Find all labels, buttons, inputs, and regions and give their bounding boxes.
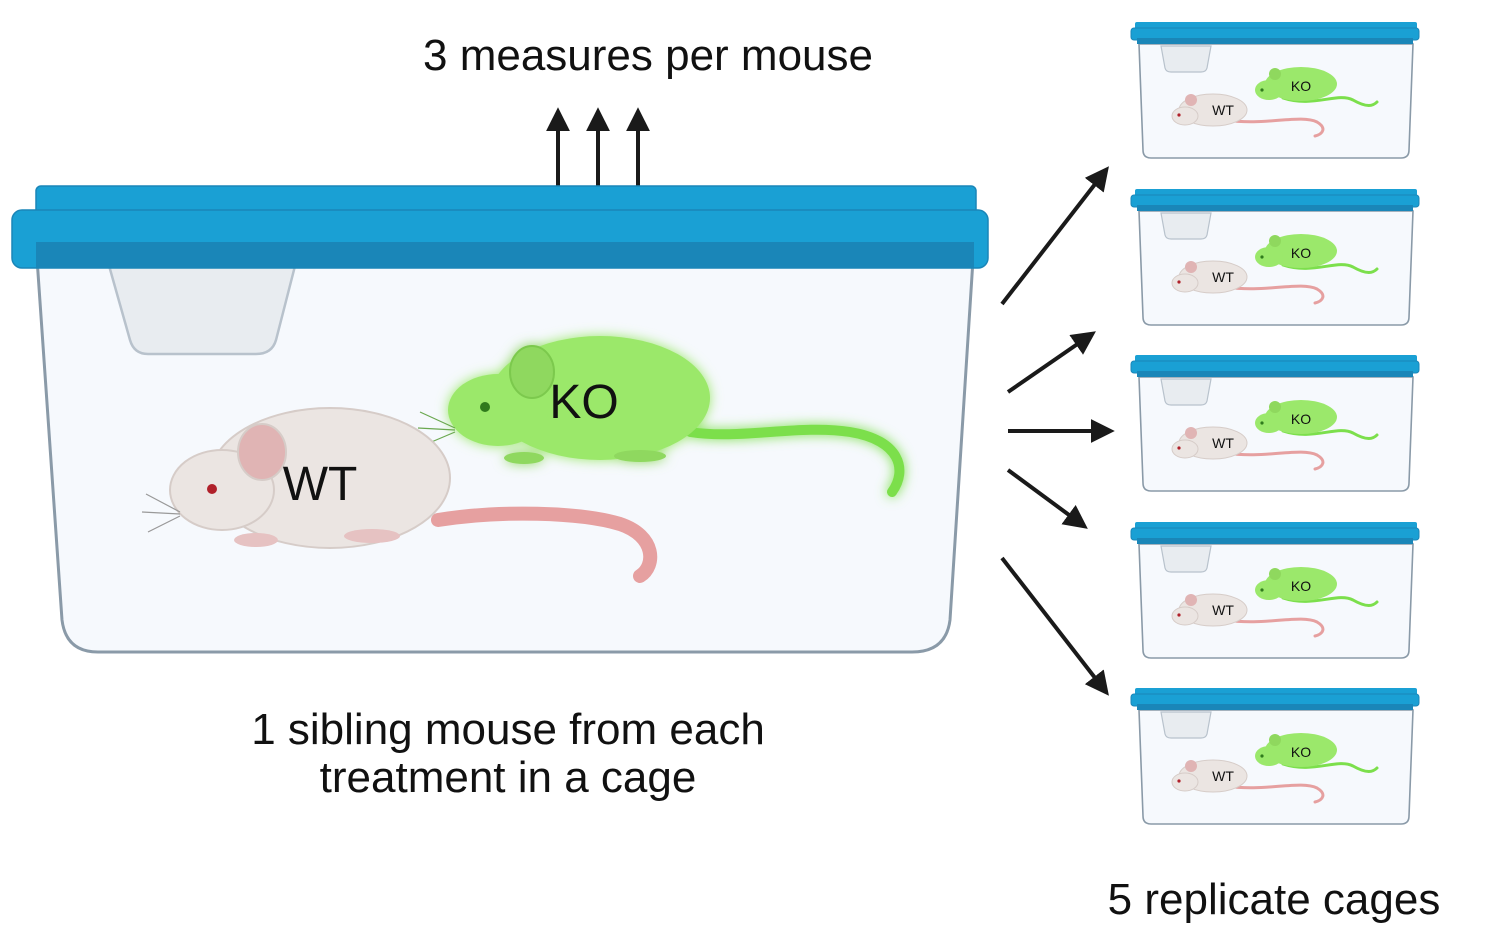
main-caption-line2: treatment in a cage bbox=[320, 753, 697, 802]
replicate-cage-3-wt-label: WT bbox=[1212, 435, 1234, 451]
replicate-cage-5: KO WT bbox=[1129, 686, 1421, 826]
wt-label: WT bbox=[283, 458, 358, 511]
replicate-cage-4-wt-label: WT bbox=[1212, 602, 1234, 618]
replicate-arrow-5 bbox=[1000, 556, 1109, 696]
ko-label: KO bbox=[549, 376, 618, 429]
replicate-cage-3: KO WT bbox=[1129, 353, 1421, 493]
replicate-cage-4: KO WT bbox=[1129, 520, 1421, 660]
replicate-cage-5-wt-label: WT bbox=[1212, 768, 1234, 784]
replicate-arrow-2 bbox=[1006, 331, 1096, 394]
main-caption-line1: 1 sibling mouse from each bbox=[251, 705, 765, 754]
ko-mouse-foot-back bbox=[614, 450, 666, 462]
wt-mouse-whiskers bbox=[141, 493, 181, 533]
wt-mouse-ear bbox=[237, 423, 287, 481]
wt-mouse-tail bbox=[431, 506, 658, 583]
wt-mouse-foot-front bbox=[234, 533, 278, 547]
replicate-cage-2: KO WT bbox=[1129, 187, 1421, 327]
main-cage: KO WT bbox=[11, 185, 989, 654]
replicate-cage-4-ko-label: KO bbox=[1291, 578, 1311, 594]
cage-feeder bbox=[106, 260, 298, 356]
ko-mouse-eye bbox=[480, 402, 490, 412]
wt-mouse-foot-back bbox=[344, 529, 400, 543]
replicate-cage-1-wt-label: WT bbox=[1212, 102, 1234, 118]
title-measures: 3 measures per mouse bbox=[423, 31, 873, 80]
replicate-cage-2-wt-label: WT bbox=[1212, 269, 1234, 285]
replicate-cage-1: KO WT bbox=[1129, 20, 1421, 160]
replicate-arrows bbox=[1000, 166, 1115, 696]
replicate-cages: KO WT KO WT KO WT KO WT KO WT bbox=[1129, 20, 1421, 826]
replicate-cage-1-ko-label: KO bbox=[1291, 78, 1311, 94]
ko-mouse-ear bbox=[509, 345, 555, 399]
replicate-cage-2-ko-label: KO bbox=[1291, 245, 1311, 261]
replicate-cage-3-ko-label: KO bbox=[1291, 411, 1311, 427]
replicate-cage-5-ko-label: KO bbox=[1291, 744, 1311, 760]
ko-mouse-tail bbox=[685, 424, 905, 497]
ko-mouse bbox=[448, 336, 905, 497]
ko-mouse-foot-front bbox=[504, 452, 544, 464]
cage-lid-rim bbox=[36, 242, 974, 268]
replicate-arrow-1 bbox=[1000, 166, 1109, 306]
replicate-caption: 5 replicate cages bbox=[1108, 875, 1441, 924]
wt-mouse-eye bbox=[207, 484, 217, 494]
replicate-arrow-4 bbox=[1006, 468, 1088, 529]
wt-mouse bbox=[169, 407, 658, 583]
